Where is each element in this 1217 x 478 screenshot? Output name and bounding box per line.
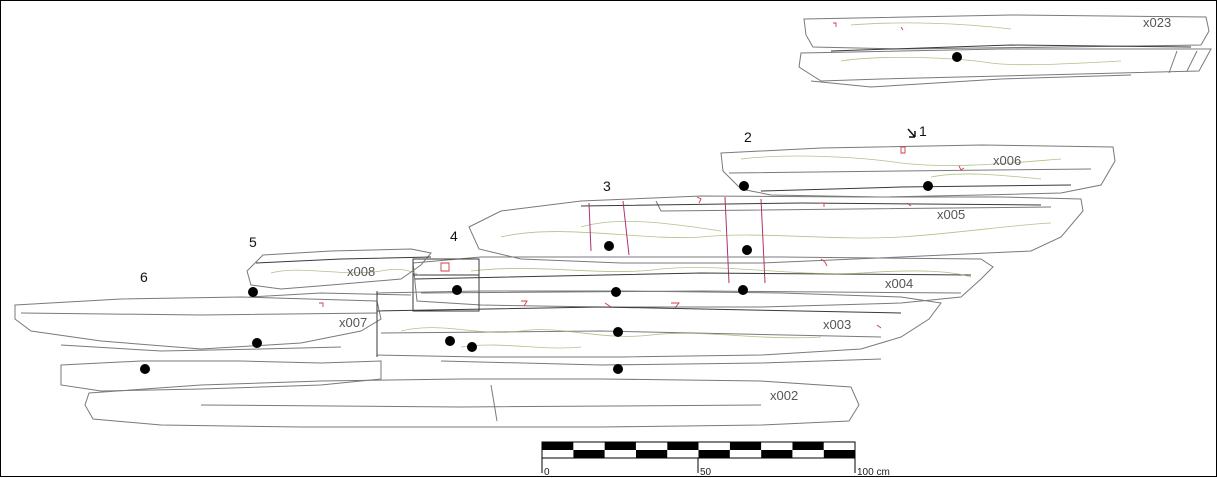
scale-label-50: 50 bbox=[700, 467, 712, 478]
sample-dot bbox=[611, 287, 621, 297]
sample-dot bbox=[452, 285, 462, 295]
scale-segment bbox=[604, 450, 636, 458]
sample-dot bbox=[467, 342, 477, 352]
scale-segment bbox=[573, 450, 605, 458]
location-number-6: 6 bbox=[140, 269, 148, 285]
plank-label-x005: x005 bbox=[937, 207, 965, 222]
scale-segment bbox=[698, 442, 730, 450]
location-number-4: 4 bbox=[450, 228, 458, 244]
sample-dot bbox=[738, 285, 748, 295]
location-number-2: 2 bbox=[744, 129, 752, 145]
arrow-icon bbox=[907, 128, 916, 138]
scale-segment bbox=[792, 442, 824, 450]
location-number-1: 1 bbox=[919, 123, 927, 139]
sample-dot bbox=[613, 364, 623, 374]
scale-segment bbox=[635, 450, 668, 458]
sample-dots bbox=[140, 52, 962, 374]
scale-segment bbox=[667, 450, 699, 458]
location-number-5: 5 bbox=[249, 234, 257, 250]
plank-label-x023: x023 bbox=[1143, 15, 1171, 30]
plank-label-x008: x008 bbox=[347, 264, 375, 279]
scale-segment bbox=[542, 442, 574, 450]
sample-dot bbox=[252, 338, 262, 348]
scale-segment bbox=[604, 442, 636, 450]
plank-x005 bbox=[468, 195, 1084, 284]
plank-label-x007: x007 bbox=[339, 315, 367, 330]
scale-segment bbox=[761, 442, 793, 450]
plank-x008 bbox=[246, 248, 432, 307]
sample-dot bbox=[742, 245, 752, 255]
plank-x004 bbox=[412, 256, 994, 312]
scale-segment bbox=[635, 442, 668, 450]
sample-dot bbox=[739, 181, 749, 191]
scale-segment bbox=[542, 450, 574, 458]
plank-label-x003: x003 bbox=[823, 317, 851, 332]
scale-segment bbox=[729, 442, 762, 450]
scale-bar: 0 50 100 cm bbox=[541, 441, 890, 478]
plank-x007 bbox=[14, 296, 382, 392]
sample-dot bbox=[140, 364, 150, 374]
sample-dot bbox=[613, 327, 623, 337]
plank-label-x002: x002 bbox=[770, 388, 798, 403]
plank-label-x004: x004 bbox=[885, 276, 913, 291]
plank-x006 bbox=[720, 144, 1116, 198]
sample-dot bbox=[445, 336, 455, 346]
scale-segment bbox=[667, 442, 699, 450]
scale-segment bbox=[761, 450, 793, 458]
sample-dot bbox=[952, 52, 962, 62]
scale-segment bbox=[573, 442, 605, 450]
plank-x002 bbox=[84, 358, 882, 428]
scale-segment bbox=[792, 450, 824, 458]
scale-label-0: 0 bbox=[544, 467, 550, 478]
scale-segment bbox=[823, 450, 855, 458]
scale-segment bbox=[698, 450, 730, 458]
sample-dot bbox=[604, 241, 614, 251]
scale-segment bbox=[823, 442, 855, 450]
sample-dot bbox=[248, 287, 258, 297]
plank-x023 bbox=[798, 14, 1212, 88]
scale-label-100: 100 cm bbox=[857, 467, 890, 478]
sample-dot bbox=[923, 181, 933, 191]
scale-segment bbox=[729, 450, 762, 458]
location-number-3: 3 bbox=[603, 178, 611, 194]
plank-label-x006: x006 bbox=[993, 153, 1021, 168]
plank-x003 bbox=[376, 290, 942, 358]
